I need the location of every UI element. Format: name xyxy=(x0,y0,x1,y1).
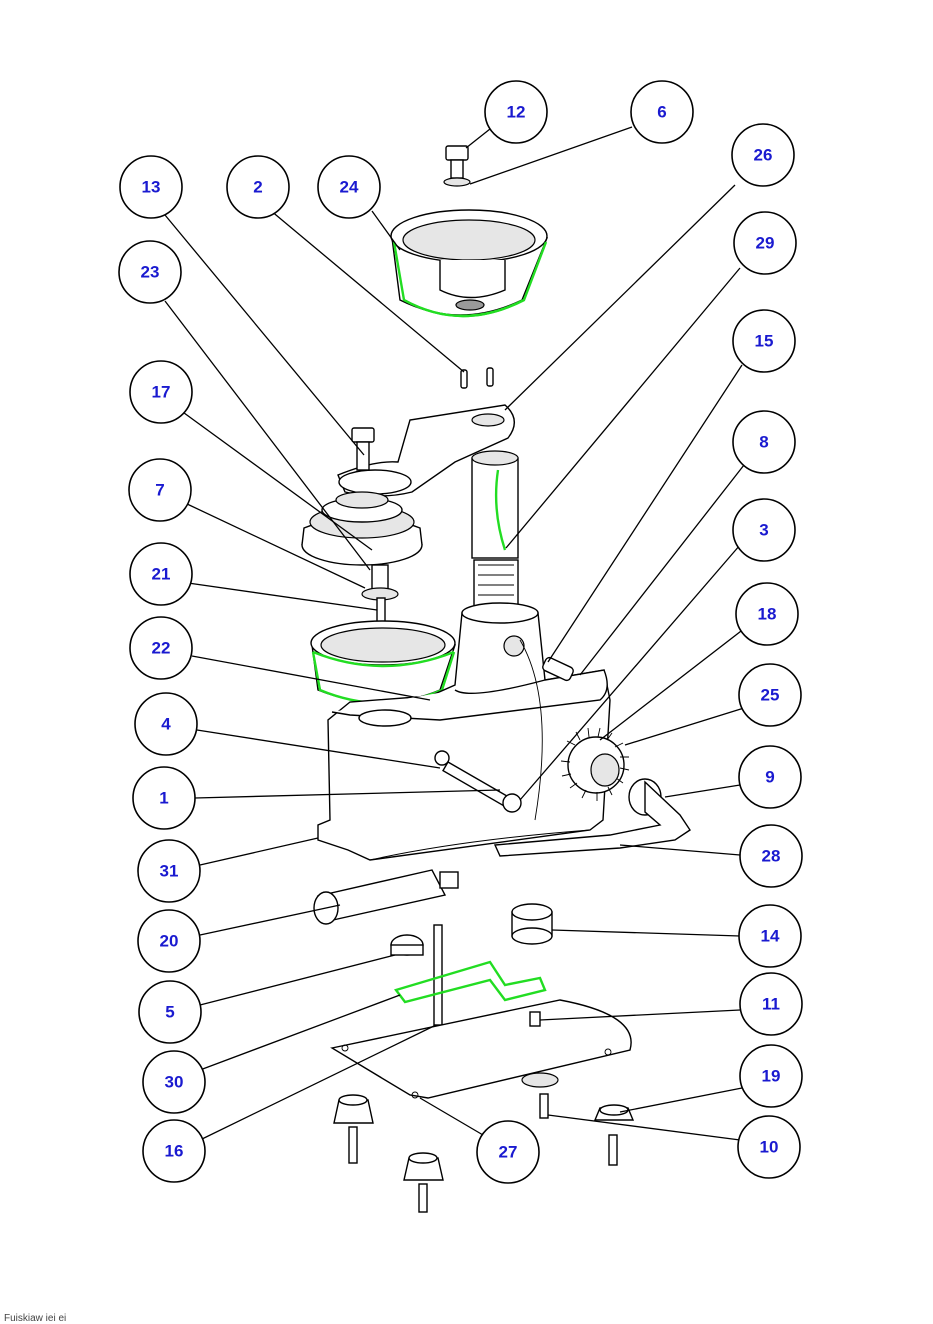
callout-label: 12 xyxy=(507,103,526,122)
callout-label: 27 xyxy=(499,1143,518,1162)
callout-label: 5 xyxy=(165,1003,174,1022)
callout: 6 xyxy=(631,81,693,143)
callout-label: 4 xyxy=(161,715,171,734)
callout: 24 xyxy=(318,156,380,218)
callout: 3 xyxy=(733,499,795,561)
callout-label: 10 xyxy=(760,1138,779,1157)
callout: 8 xyxy=(733,411,795,473)
callout: 29 xyxy=(734,212,796,274)
machine-parts-drawing xyxy=(302,146,690,1212)
callout: 25 xyxy=(739,664,801,726)
callout: 30 xyxy=(143,1051,205,1113)
callout: 13 xyxy=(120,156,182,218)
callout-label: 8 xyxy=(759,433,768,452)
callout-label: 23 xyxy=(141,263,160,282)
callout: 22 xyxy=(130,617,192,679)
callout: 10 xyxy=(738,1116,800,1178)
callout-label: 13 xyxy=(142,178,161,197)
callout-label: 21 xyxy=(152,565,171,584)
callout: 17 xyxy=(130,361,192,423)
callout-label: 1 xyxy=(159,789,168,808)
callout: 21 xyxy=(130,543,192,605)
plate-screw xyxy=(530,1012,540,1026)
callout: 18 xyxy=(736,583,798,645)
top-bolt xyxy=(444,146,470,186)
callout: 7 xyxy=(129,459,191,521)
bracket xyxy=(396,962,545,1002)
callout-label: 17 xyxy=(152,383,171,402)
base-plate xyxy=(332,1000,631,1098)
callout-label: 31 xyxy=(160,862,179,881)
callout: 20 xyxy=(138,910,200,972)
callout-label: 3 xyxy=(759,521,768,540)
callout: 16 xyxy=(143,1120,205,1182)
callout-label: 25 xyxy=(761,686,780,705)
callout: 4 xyxy=(135,693,197,755)
callout-label: 29 xyxy=(756,234,775,253)
callout-label: 16 xyxy=(165,1142,184,1161)
callout: 26 xyxy=(732,124,794,186)
callout: 11 xyxy=(740,973,802,1035)
callout: 19 xyxy=(740,1045,802,1107)
callout-label: 26 xyxy=(754,146,773,165)
callout-label: 28 xyxy=(762,847,781,866)
pulley xyxy=(302,492,422,565)
callout-label: 6 xyxy=(657,103,666,122)
pins xyxy=(461,368,493,388)
callout-label: 18 xyxy=(758,605,777,624)
callout-label: 11 xyxy=(762,995,780,1014)
footer-text-fragment: Fuiskiaw iei ei xyxy=(4,1313,66,1324)
callout: 23 xyxy=(119,241,181,303)
callout: 5 xyxy=(139,981,201,1043)
callout: 27 xyxy=(477,1121,539,1183)
column-with-spring xyxy=(472,451,518,610)
cap xyxy=(512,904,552,944)
callout: 12 xyxy=(485,81,547,143)
long-bolt xyxy=(434,925,442,1025)
nut xyxy=(391,935,423,955)
callout: 31 xyxy=(138,840,200,902)
callout: 9 xyxy=(739,746,801,808)
callout-label: 9 xyxy=(765,768,774,787)
callout-label: 20 xyxy=(160,932,179,951)
callout: 2 xyxy=(227,156,289,218)
callout: 28 xyxy=(740,825,802,887)
callout-label: 14 xyxy=(761,927,780,946)
upper-cup xyxy=(391,210,547,316)
callout-label: 7 xyxy=(155,481,164,500)
callout-label: 30 xyxy=(165,1073,184,1092)
callout-label: 19 xyxy=(762,1067,781,1086)
arm-bolt xyxy=(352,428,374,470)
callout-label: 24 xyxy=(340,178,359,197)
callout: 1 xyxy=(133,767,195,829)
callout-label: 2 xyxy=(253,178,262,197)
callout: 14 xyxy=(739,905,801,967)
callout-label: 22 xyxy=(152,639,171,658)
callout: 15 xyxy=(733,310,795,372)
callout-label: 15 xyxy=(755,332,774,351)
side-tube xyxy=(314,870,458,924)
